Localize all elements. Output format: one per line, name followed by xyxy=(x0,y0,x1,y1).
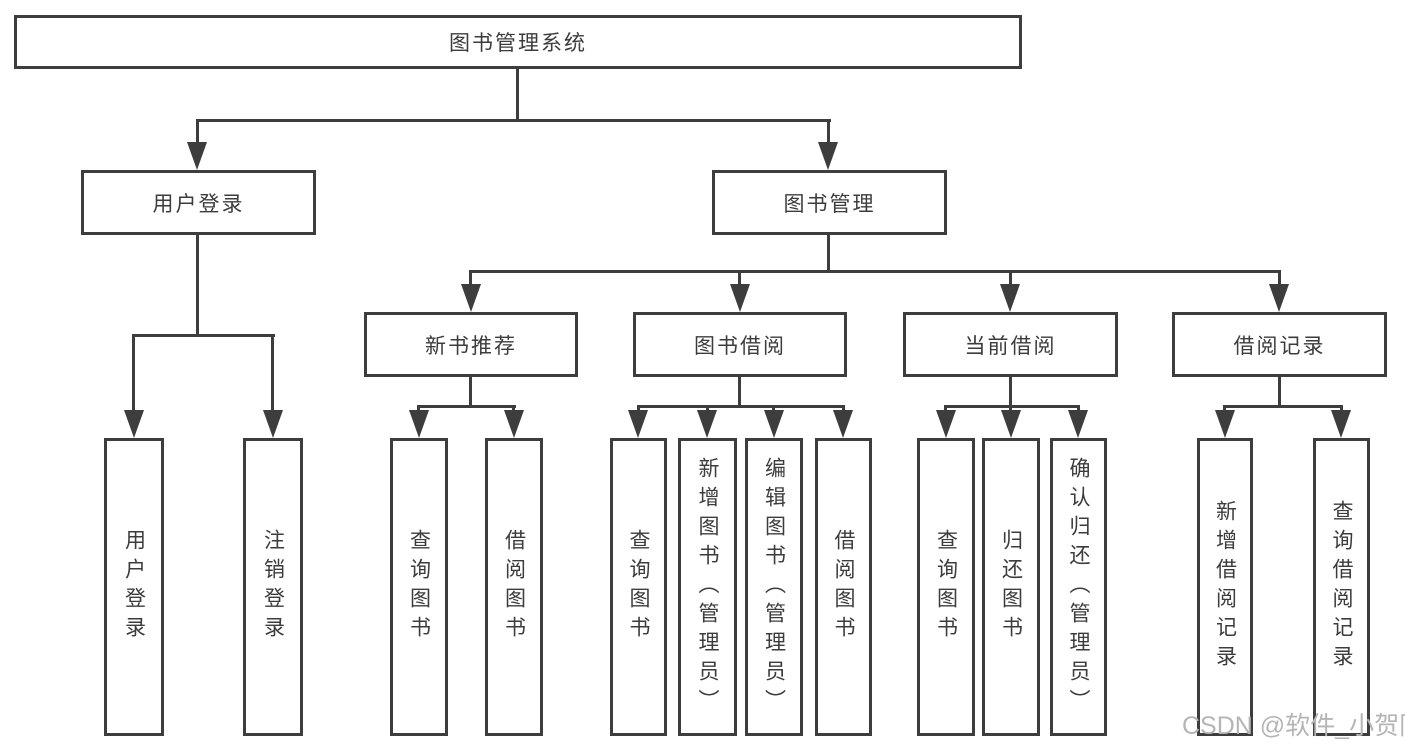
leaf-label: 查询图书 xyxy=(627,529,650,645)
connector-shaft-book-borrowing xyxy=(738,270,741,286)
connector-current-drop xyxy=(1009,377,1012,407)
arrowhead-borrowing-records xyxy=(1269,284,1289,312)
connector-root-drop xyxy=(516,68,519,121)
connector-borrowing-drop xyxy=(738,377,741,407)
leaf-label: 新增图书（管理员） xyxy=(696,456,719,718)
arrowhead-cb-return xyxy=(1001,410,1021,438)
connector-newbooks-drop xyxy=(469,377,472,407)
node-user-login: 用户登录 xyxy=(81,170,316,235)
node-label: 新书推荐 xyxy=(425,334,517,358)
node-book-management: 图书管理 xyxy=(712,170,947,235)
connector-records-rail xyxy=(1223,405,1343,408)
arrowhead-br-add xyxy=(1215,410,1235,438)
arrowhead-new-books xyxy=(461,284,481,312)
connector-shaft-leaf-logout xyxy=(271,334,274,413)
leaf-records-add-record: 新增借阅记录 xyxy=(1197,438,1253,736)
arrowhead-leaf-user-login xyxy=(124,410,144,438)
leaf-label: 查询借阅记录 xyxy=(1330,500,1353,674)
node-label: 图书管理系统 xyxy=(449,32,587,55)
arrowhead-bb-edit xyxy=(764,410,784,438)
leaf-label: 借阅图书 xyxy=(832,529,855,645)
node-label: 借阅记录 xyxy=(1233,334,1326,358)
connector-shaft-new-books xyxy=(469,270,472,286)
connector-borrowing-rail xyxy=(637,405,845,408)
leaf-current-return-books: 归还图书 xyxy=(982,438,1040,736)
node-book-borrowing: 图书借阅 xyxy=(633,312,847,377)
leaf-label: 编辑图书（管理员） xyxy=(762,456,786,718)
arrowhead-cb-query xyxy=(936,410,956,438)
connector-bookmgmt-rail xyxy=(469,270,1281,273)
connector-records-drop xyxy=(1278,377,1281,407)
leaf-current-confirm-return-admin: 确认归还（管理员） xyxy=(1050,438,1107,736)
leaf-borrowing-borrow-books: 借阅图书 xyxy=(815,438,872,736)
node-label: 用户登录 xyxy=(152,192,245,216)
arrowhead-nb-borrow xyxy=(504,410,524,438)
arrowhead-leaf-logout xyxy=(263,410,283,438)
leaf-label: 查询图书 xyxy=(407,529,431,645)
leaf-label: 查询图书 xyxy=(934,529,958,645)
leaf-newbooks-borrow-books: 借阅图书 xyxy=(485,438,543,736)
node-label: 当前借阅 xyxy=(964,334,1057,358)
arrowhead-bb-add xyxy=(697,410,717,438)
arrowhead-br-query xyxy=(1331,410,1351,438)
connector-shaft-borrowing-records xyxy=(1278,270,1281,286)
node-label: 图书管理 xyxy=(783,192,876,216)
leaf-records-query-record: 查询借阅记录 xyxy=(1313,438,1370,736)
connector-current-rail xyxy=(944,405,1080,408)
leaf-borrowing-edit-books-admin: 编辑图书（管理员） xyxy=(745,438,803,736)
connector-shaft-user-login xyxy=(196,119,199,145)
connector-shaft-leaf-user-login xyxy=(132,334,135,413)
node-label: 图书借阅 xyxy=(694,334,786,358)
connector-userlogin-rail xyxy=(132,334,275,337)
leaf-label: 用户登录 xyxy=(122,529,146,645)
arrowhead-user-login xyxy=(187,142,207,170)
connector-shaft-current-borrowing xyxy=(1009,270,1012,286)
csdn-watermark: CSDN @软件_小贺同学 xyxy=(1182,712,1405,740)
leaf-user-login: 用户登录 xyxy=(104,438,164,736)
connector-root-rail xyxy=(196,119,831,122)
leaf-label: 新增借阅记录 xyxy=(1213,500,1237,674)
node-new-book-recommendation: 新书推荐 xyxy=(364,312,578,377)
connector-shaft-book-management xyxy=(827,119,830,145)
arrowhead-bb-query xyxy=(628,410,648,438)
node-current-borrowing: 当前借阅 xyxy=(903,312,1118,377)
arrowhead-bb-borrow xyxy=(833,410,853,438)
arrowhead-nb-query xyxy=(409,410,429,438)
leaf-borrowing-query-books: 查询图书 xyxy=(610,438,667,736)
leaf-label: 注销登录 xyxy=(261,529,285,645)
leaf-logout: 注销登录 xyxy=(243,438,303,736)
arrowhead-book-borrowing xyxy=(730,284,750,312)
arrowhead-cb-confirm xyxy=(1068,410,1088,438)
connector-bookmgmt-drop xyxy=(827,235,830,273)
leaf-newbooks-query-books: 查询图书 xyxy=(390,438,448,736)
arrowhead-book-management xyxy=(818,142,838,170)
leaf-label: 归还图书 xyxy=(999,529,1023,645)
leaf-label: 借阅图书 xyxy=(502,529,526,645)
node-library-management-system: 图书管理系统 xyxy=(14,15,1022,69)
leaf-current-query-books: 查询图书 xyxy=(917,438,975,736)
connector-userlogin-drop xyxy=(196,235,199,336)
node-borrowing-records: 借阅记录 xyxy=(1172,312,1387,377)
leaf-label: 确认归还（管理员） xyxy=(1067,456,1090,718)
leaf-borrowing-add-books-admin: 新增图书（管理员） xyxy=(678,438,737,736)
connector-newbooks-rail xyxy=(417,405,516,408)
arrowhead-current-borrowing xyxy=(1000,284,1020,312)
